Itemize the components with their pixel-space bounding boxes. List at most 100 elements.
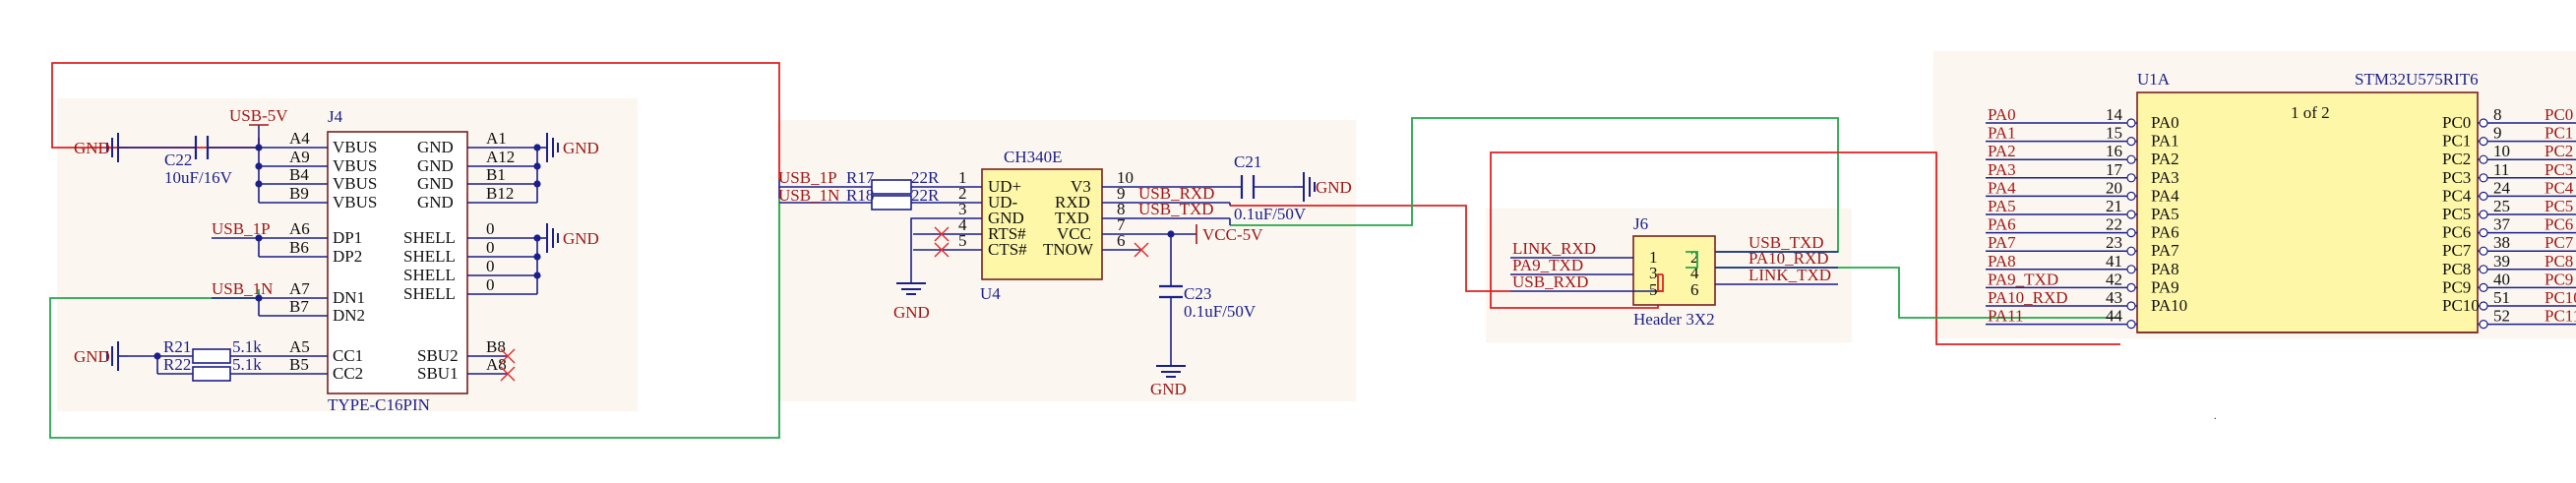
pin-bubble-icon [2126, 282, 2136, 292]
u4-pin-1: 1 [958, 168, 967, 187]
j4-ref: J4 [328, 107, 343, 126]
j4-connector[interactable]: J4 TYPE-C16PIN A4 A9 B4 B9 A6 [255, 107, 599, 414]
vcc-5v-c23[interactable]: VCC-5V GND C23 0.1uF/50V [1150, 224, 1263, 398]
u1-pin-label-right: PC1 [2442, 132, 2471, 151]
u4-label-txd: TXD [1055, 209, 1089, 227]
svg-text:.: . [2214, 411, 2217, 422]
j4-label-gnd-1: GND [417, 138, 454, 156]
u1-net-right: PC6 [2545, 215, 2573, 234]
u4-pin-2: 2 [958, 184, 967, 203]
j6-net-pa9-txd: PA9_TXD [1512, 256, 1583, 274]
pin-bubble-icon [2126, 228, 2136, 238]
capacitor-c22[interactable]: GND C22 10uF/16V [74, 132, 259, 187]
j4-pin-b9: B9 [289, 184, 309, 203]
j4-gnd-label-shell: GND [563, 229, 599, 248]
j6-pin-2: 2 [1690, 248, 1699, 267]
u1-pin-label-left: PA1 [2151, 132, 2179, 151]
j4-pin-b12: B12 [486, 184, 514, 203]
u4-pin-4: 4 [958, 215, 967, 234]
u1-net-right: PC4 [2545, 178, 2574, 197]
c23-gnd-label: GND [1150, 380, 1187, 398]
u4-signal-nets: USB_RXD USB_TXD [1138, 184, 1231, 225]
pin-bubble-icon [2126, 154, 2136, 164]
usb-5v-power[interactable]: USB-5V [229, 106, 288, 148]
u1-pin-label-right: PC10 [2442, 296, 2480, 315]
r22-value: 5.1k [232, 355, 262, 374]
j4-net-usb-1n: USB_1N [212, 279, 273, 298]
u1-pin-left: 43 [2106, 288, 2122, 307]
u4-label-rts: RTS# [988, 224, 1026, 243]
u1-pin-label-left: PA6 [2151, 223, 2179, 242]
no-connect-x-icon [934, 226, 1149, 258]
u1-net-left: PA11 [1988, 307, 2024, 326]
c21-value: 0.1uF/50V [1234, 205, 1307, 223]
j6-net-pa10-rxd: PA10_RXD [1748, 249, 1829, 268]
c22-gnd-label: GND [74, 139, 110, 157]
u1-stm32[interactable]: U1A STM32U575RIT6 1 of 2 [2136, 70, 2479, 333]
u1-pin-label-left: PA7 [2151, 241, 2179, 260]
u1-net-right: PC2 [2545, 142, 2573, 160]
u4-net-usb-rxd: USB_RXD [1138, 184, 1214, 203]
u1-net-right: PC3 [2545, 160, 2573, 179]
j6-pin-5: 5 [1649, 280, 1658, 299]
pin-bubble-icon [2479, 118, 2488, 128]
u1-pin-label-left: PA0 [2151, 113, 2179, 132]
resistors-r21-r22[interactable]: GND R21 R22 5.1k 5.1k [74, 337, 262, 382]
j4-pin-a1: A1 [486, 129, 507, 148]
u1-net-left: PA1 [1988, 124, 2016, 143]
j4-label-dp2: DP2 [333, 247, 362, 266]
u1-page: 1 of 2 [2291, 103, 2330, 122]
pin-bubble-icon [2126, 118, 2136, 128]
u1-pin-label-right: PC0 [2442, 113, 2471, 132]
u4-label-v3: V3 [1071, 177, 1091, 196]
u1-net-right: PC9 [2545, 270, 2573, 288]
u4-title: CH340E [1004, 148, 1063, 166]
j4-pin-b1: B1 [486, 165, 506, 184]
r18-ref: R18 [846, 186, 874, 205]
pin-bubble-icon [2126, 191, 2136, 201]
capacitor-c21[interactable]: GND C21 0.1uF/50V [1171, 152, 1352, 223]
u4-net-usb-txd: USB_TXD [1138, 200, 1214, 218]
u1-net-right: PC5 [2545, 197, 2573, 215]
j6-pin-6: 6 [1690, 280, 1699, 299]
j4-pin-shell-3: 0 [486, 257, 495, 275]
j4-label-shell-1: SHELL [403, 228, 456, 247]
j6-ref: J6 [1633, 214, 1648, 233]
j4-pin-a5: A5 [289, 337, 310, 356]
j4-net-usb-1p: USB_1P [212, 219, 271, 238]
pin-bubble-icon [2126, 301, 2136, 311]
u1-pin-right: 51 [2493, 288, 2510, 307]
u1-pin-right: 39 [2493, 252, 2510, 271]
u4-label-gnd: GND [988, 209, 1024, 227]
j4-pin-b4: B4 [289, 165, 309, 184]
u1-ref: U1A [2137, 70, 2171, 89]
c21-ref: C21 [1234, 152, 1261, 171]
j4-label-shell-4: SHELL [403, 284, 456, 303]
u4-body [981, 168, 1103, 280]
u4-label-ud-plus: UD+ [988, 177, 1021, 196]
j6-header[interactable]: J6 Header 3X2 LINK_RXD PA9_TXD USB_RXD U… [1510, 214, 1838, 329]
u4-pin-7: 7 [1117, 215, 1126, 234]
j6-net-usb-txd: USB_TXD [1748, 233, 1824, 252]
r21-value: 5.1k [232, 337, 262, 356]
u1-pin-label-left: PA4 [2151, 186, 2179, 205]
u1-net-left: PA2 [1988, 142, 2016, 160]
u4-ch340e[interactable]: CH340E U4 1 2 3 4 5 UD+ UD- GND RTS# CTS… [893, 148, 1171, 322]
j4-pin-a4: A4 [289, 129, 310, 148]
pin-bubble-icon [2479, 228, 2488, 238]
u4-label-cts: CTS# [988, 240, 1027, 259]
pin-bubble-icon [2126, 210, 2136, 219]
u1-net-left: PA0 [1988, 105, 2016, 124]
j4-label-vbus-4: VBUS [333, 193, 377, 211]
u1-pin-label-right: PC8 [2442, 260, 2471, 278]
j4-label-shell-2: SHELL [403, 247, 456, 266]
r21-gnd-label: GND [74, 347, 110, 366]
resistors-r17-r18[interactable]: USB_1P USB_1N R17 R18 22R 22R [778, 168, 940, 211]
r18-value: 22R [911, 186, 940, 205]
u1-pin-left: 41 [2106, 252, 2122, 271]
j4-pin-a12: A12 [486, 148, 515, 166]
j4-label-vbus-2: VBUS [333, 156, 377, 175]
